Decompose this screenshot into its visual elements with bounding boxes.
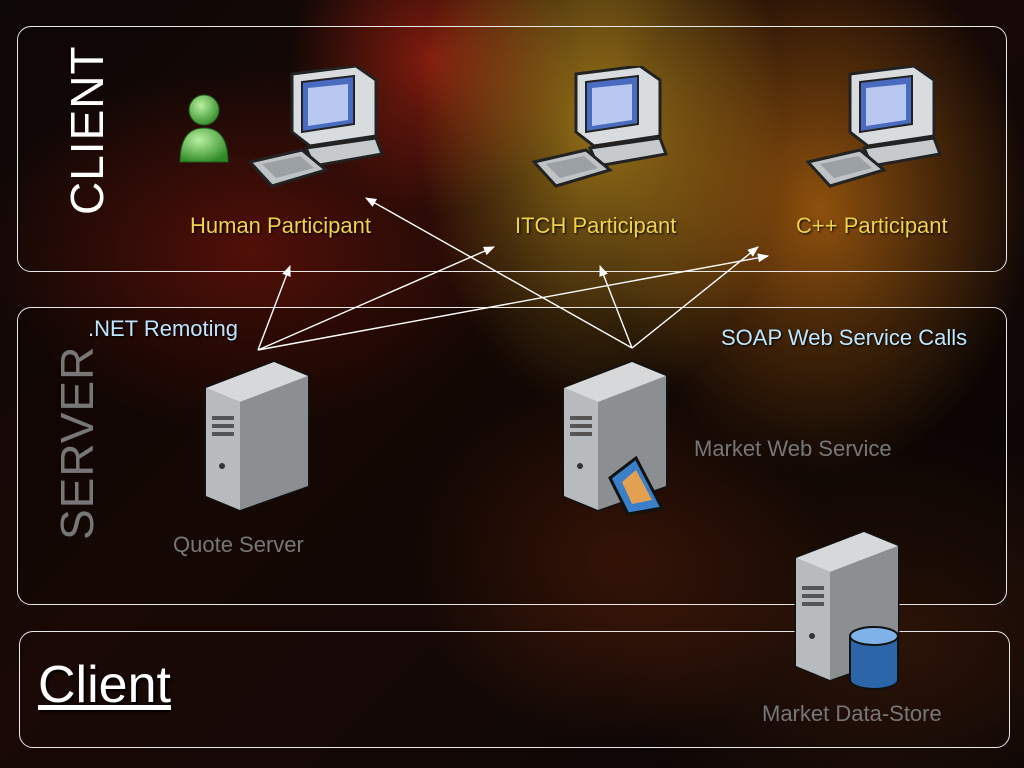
arrow-remoting-to-itch: [257, 246, 496, 351]
user-icon: [179, 94, 229, 163]
arrow-soap-to-itch: [599, 264, 633, 349]
arrow-soap-to-human: [365, 197, 633, 349]
quote-server-label: Quote Server: [173, 532, 304, 557]
arrow-remoting-to-human: [257, 264, 291, 351]
cpp-participant-label: C++ Participant: [796, 213, 948, 238]
workstation-icon-human: [248, 66, 384, 188]
market-web-service-label: Market Web Service: [694, 436, 892, 461]
arrow-remoting-to-cpp: [257, 253, 770, 351]
server-icon-quote: [204, 360, 310, 512]
human-participant-label: Human Participant: [190, 213, 371, 238]
server-icon-web-service: [562, 360, 668, 516]
server-icon-data-store: [794, 530, 900, 690]
slide-title: Client: [38, 656, 171, 714]
workstation-icon-itch: [532, 66, 668, 188]
soap-calls-label: SOAP Web Service Calls: [721, 325, 968, 350]
market-data-store-label: Market Data-Store: [762, 701, 942, 726]
workstation-icon-cpp: [806, 66, 942, 188]
net-remoting-label: .NET Remoting: [88, 316, 238, 341]
arrow-soap-to-cpp: [631, 246, 759, 349]
client-tier-panel: [17, 26, 1007, 272]
slide-title-panel: [19, 631, 1010, 748]
itch-participant-label: ITCH Participant: [515, 213, 677, 238]
